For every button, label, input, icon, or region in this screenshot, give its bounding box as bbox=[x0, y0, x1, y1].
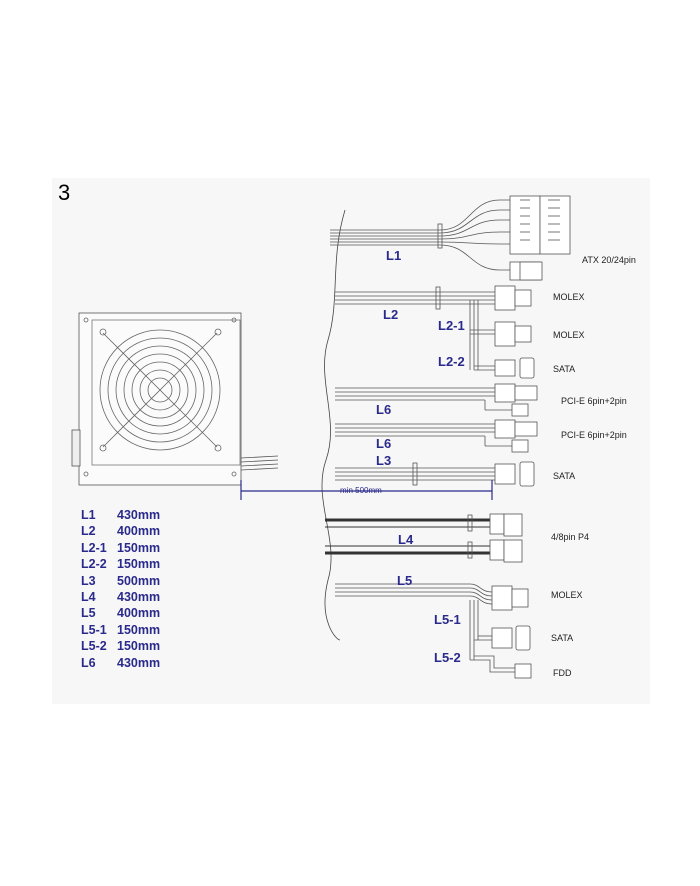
legend-cable: L6 bbox=[81, 655, 96, 670]
fan-grille-icon bbox=[83, 317, 237, 477]
legend-cable: L2 bbox=[81, 524, 96, 539]
cable-label-l5-2: L5-2 bbox=[434, 650, 461, 665]
cable-label-l5: L5 bbox=[397, 573, 413, 588]
cable-label-l5-1: L5-1 bbox=[434, 612, 461, 627]
legend-row: L5 400mm bbox=[81, 606, 160, 622]
figure-number: 3 bbox=[58, 180, 71, 205]
connector-label-sata-2: SATA bbox=[553, 471, 576, 481]
legend-length: 400mm bbox=[117, 524, 161, 539]
legend-row: L5-2 150mm bbox=[81, 639, 160, 655]
cable-label-l4: L4 bbox=[398, 532, 414, 547]
connector-label-atx: ATX 20/24pin bbox=[582, 255, 636, 265]
connector-label-pcie-1: PCI-E 6pin+2pin bbox=[561, 396, 627, 406]
cable-label-l2-1: L2-1 bbox=[438, 318, 465, 333]
cable-bundle-l5 bbox=[335, 583, 532, 679]
connector-label-sata-3: SATA bbox=[551, 633, 574, 643]
legend-length: 430mm bbox=[117, 508, 161, 522]
connector-label-pcie-2: PCI-E 6pin+2pin bbox=[561, 430, 627, 440]
psu-unit bbox=[71, 312, 242, 486]
sata-connector-icon bbox=[494, 357, 535, 379]
legend-length: 150mm bbox=[117, 622, 161, 637]
cable-bundle-l3 bbox=[335, 461, 535, 487]
legend-cable: L2-2 bbox=[81, 557, 107, 572]
cable-length-legend: L1 430mm L2 400mm L2-1 150mm L2-2 150mm L3 50… bbox=[81, 508, 160, 672]
legend-row: L4 430mm bbox=[81, 590, 160, 606]
legend-row: L5-1 150mm bbox=[81, 623, 160, 639]
legend-row: L2 400mm bbox=[81, 524, 160, 540]
connector-label-molex-3: MOLEX bbox=[551, 590, 583, 600]
connector-label-fdd: FDD bbox=[553, 668, 572, 678]
cable-bundle-l1 bbox=[330, 199, 510, 271]
molex-connector-icon bbox=[494, 285, 532, 347]
cable-label-l6-b: L6 bbox=[376, 436, 392, 451]
legend-cable: L4 bbox=[81, 589, 96, 604]
legend-length: 500mm bbox=[117, 573, 161, 588]
connector-label-sata-1: SATA bbox=[553, 364, 576, 374]
cable-label-l6-a: L6 bbox=[376, 402, 392, 417]
legend-length: 150mm bbox=[117, 639, 161, 654]
legend-row: L2-1 150mm bbox=[81, 541, 160, 557]
legend-row: L6 430mm bbox=[81, 656, 160, 672]
legend-cable: L3 bbox=[81, 573, 96, 588]
connector-label-molex-2: MOLEX bbox=[553, 330, 585, 340]
min-length-dimension bbox=[240, 480, 493, 500]
legend-length: 430mm bbox=[117, 655, 161, 670]
legend-length: 150mm bbox=[117, 557, 161, 572]
min-length-label: min 500mm bbox=[340, 486, 382, 495]
cable-label-l2-2: L2-2 bbox=[438, 354, 465, 369]
legend-length: 430mm bbox=[117, 589, 161, 604]
legend-cable: L5-1 bbox=[81, 622, 107, 637]
legend-cable: L2-1 bbox=[81, 540, 107, 555]
legend-length: 150mm bbox=[117, 540, 161, 555]
cable-bundle-l2 bbox=[335, 286, 495, 371]
legend-cable: L5-2 bbox=[81, 639, 107, 654]
cable-label-l3: L3 bbox=[376, 453, 392, 468]
legend-cable: L1 bbox=[81, 508, 96, 522]
legend-cable: L5 bbox=[81, 606, 96, 621]
legend-row: L1 430mm bbox=[81, 508, 160, 524]
psu-cable-stub bbox=[240, 455, 279, 471]
cable-bundle-l6 bbox=[335, 383, 538, 453]
cable-break-line bbox=[321, 209, 346, 641]
legend-row: L2-2 150mm bbox=[81, 557, 160, 573]
connector-label-p4: 4/8pin P4 bbox=[551, 532, 590, 542]
connector-label-molex-1: MOLEX bbox=[553, 292, 585, 302]
atx-connector-icon bbox=[509, 195, 571, 281]
legend-length: 400mm bbox=[117, 606, 161, 621]
legend-row: L3 500mm bbox=[81, 574, 160, 590]
cable-label-l2: L2 bbox=[383, 307, 399, 322]
cable-bundle-l4 bbox=[325, 513, 523, 563]
cable-label-l1: L1 bbox=[386, 248, 402, 263]
